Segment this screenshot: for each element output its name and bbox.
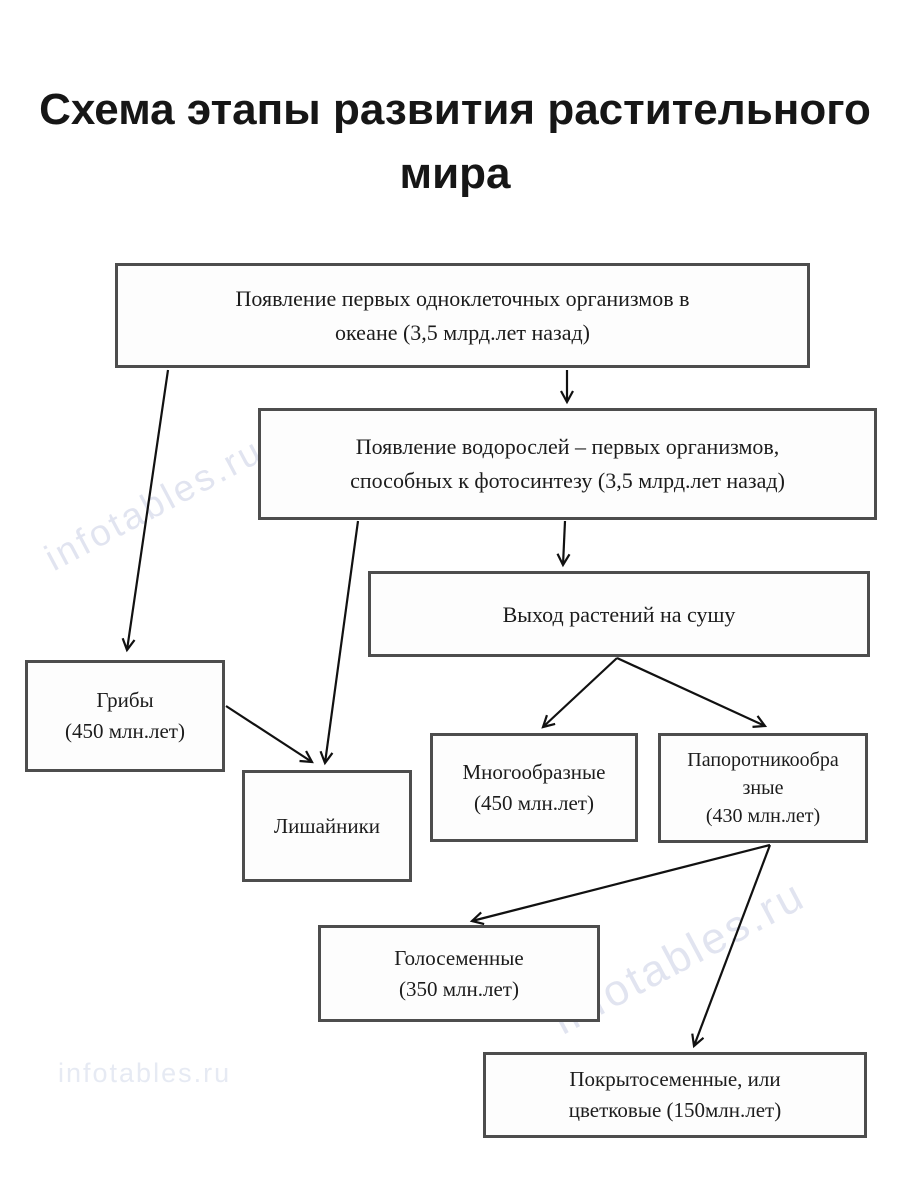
node-algae: Появление водорослей – первых организмов…	[258, 408, 877, 520]
node-text: зные	[742, 777, 784, 799]
node-text: Грибы	[96, 688, 154, 712]
arrow-land-to-ferns	[616, 657, 768, 728]
node-text: (430 млн.лет)	[705, 805, 821, 827]
node-text: (350 млн.лет)	[399, 976, 519, 1001]
node-lichens: Лишайники	[242, 770, 412, 882]
arrow-algae-to-land	[556, 520, 571, 568]
node-text: Голосеменные	[394, 945, 524, 970]
watermark-bottom-left: infotables.ru	[58, 1058, 232, 1088]
node-text: (450 млн.лет)	[65, 719, 185, 743]
node-text: океане (3,5 млрд.лет назад)	[335, 319, 590, 345]
node-diverse: Многообразные (450 млн.лет)	[430, 733, 638, 842]
node-text: способных к фотосинтезу (3,5 млрд.лет на…	[350, 468, 785, 493]
node-gymnosperms: Голосеменные (350 млн.лет)	[318, 925, 600, 1022]
node-ferns: Папоротникообра зные (430 млн.лет)	[658, 733, 868, 843]
node-unicellular-organisms: Появление первых одноклеточных организмо…	[115, 263, 810, 368]
node-text: Покрытосеменные, или	[569, 1067, 781, 1091]
node-text: Многообразные	[462, 759, 606, 784]
page-title: Схема этапы развития растительного мира	[0, 78, 910, 206]
page-title-line-2: мира	[399, 149, 511, 198]
node-text: (450 млн.лет)	[474, 790, 594, 815]
node-plants-to-land: Выход растений на сушу	[368, 571, 870, 657]
node-text: Появление первых одноклеточных организмо…	[235, 285, 690, 311]
arrow-fungi-to-lichens	[225, 705, 314, 764]
node-text: Папоротникообра	[687, 749, 839, 771]
node-text: Лишайники	[273, 813, 381, 838]
node-text: Появление водорослей – первых организмов…	[355, 434, 780, 459]
watermark-diagonal-upper: infotables.ru	[38, 429, 270, 579]
node-angiosperms: Покрытосеменные, или цветковые (150млн.л…	[483, 1052, 867, 1138]
node-text: Выход растений на сушу	[502, 601, 736, 627]
arrow-algae-to-lichens	[319, 520, 360, 766]
arrow-land-to-diverse	[541, 657, 618, 729]
node-fungi: Грибы (450 млн.лет)	[25, 660, 225, 772]
node-text: цветковые (150млн.лет)	[568, 1098, 782, 1122]
page-title-line-1: Схема этапы развития растительного	[39, 85, 871, 134]
